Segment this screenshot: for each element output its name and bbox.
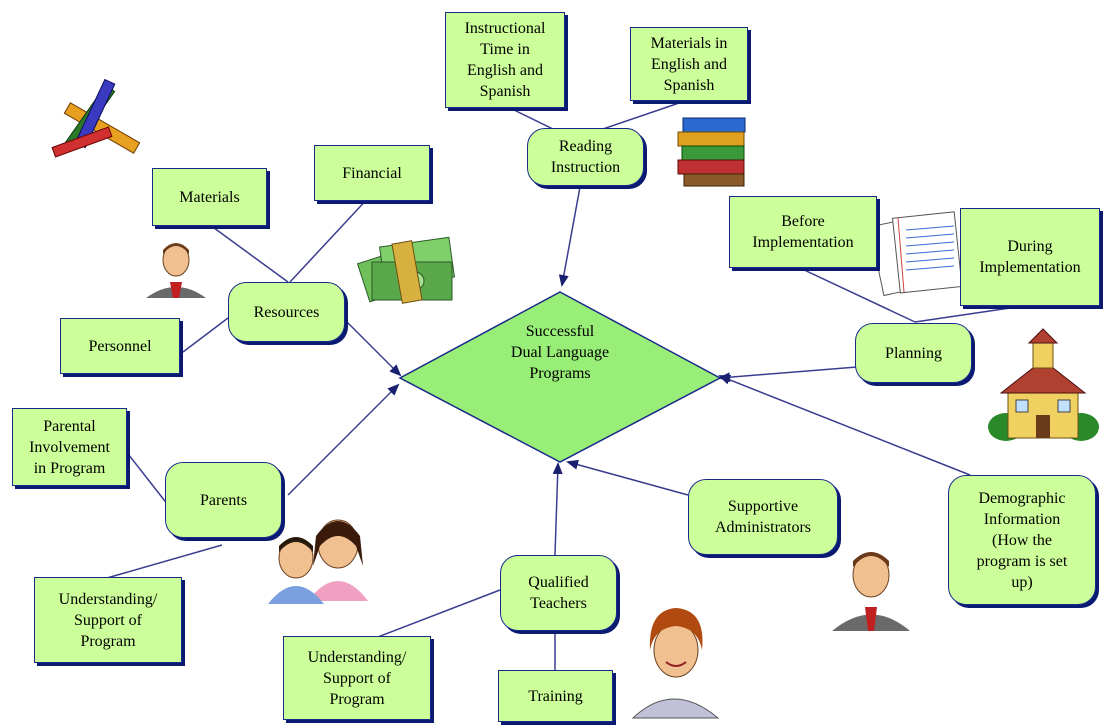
arrow-planning-to-center: [718, 366, 858, 383]
node-parental-involvement: Parental Involvement in Program: [12, 408, 127, 486]
line-parental-involvement: [124, 449, 169, 506]
connector-lines: [99, 101, 1011, 670]
line-financial: [289, 195, 371, 283]
node-parents: Parents: [165, 462, 282, 538]
node-materials: Materials: [152, 168, 267, 226]
node-understanding-support-parents: Understanding/ Support of Program: [34, 577, 182, 663]
node-personnel: Personnel: [60, 318, 180, 374]
businessman-icon: [832, 552, 910, 631]
node-qualified-teachers: Qualified Teachers: [500, 555, 617, 631]
arrow-resources-to-center: [344, 319, 402, 377]
node-financial: Financial: [314, 145, 430, 201]
arrow-parents-to-center: [287, 383, 400, 496]
line-understanding-parents: [99, 544, 223, 581]
papers-icon: [868, 211, 963, 297]
line-understanding-teachers: [369, 589, 501, 641]
teacher-icon: [631, 608, 720, 719]
line-personnel: [182, 317, 229, 353]
node-during-implementation: During Implementation: [960, 208, 1100, 306]
node-training: Training: [498, 670, 613, 722]
arrow-reading-to-center: [558, 186, 581, 287]
node-supportive-administrators: Supportive Administrators: [688, 479, 838, 555]
businessman-icon: [146, 243, 206, 298]
node-planning: Planning: [855, 323, 972, 383]
line-during-implementation: [914, 307, 1011, 323]
node-materials-english-spanish: Materials in English and Spanish: [630, 27, 748, 101]
line-instructional-time: [509, 107, 556, 131]
schoolhouse-icon: [988, 328, 1099, 441]
books-icon: [677, 117, 746, 187]
arrow-demographic-to-center: [718, 375, 971, 476]
node-demographic-information: Demographic Information (How the program…: [948, 475, 1096, 605]
money-icon: [356, 236, 456, 304]
center-node-label: Successful Dual Language Programs: [510, 322, 610, 382]
line-before-implementation: [799, 267, 916, 323]
node-before-implementation: Before Implementation: [729, 196, 877, 268]
arrow-admins-to-center: [566, 459, 689, 496]
line-materials: [209, 224, 289, 283]
arrow-teachers-to-center: [552, 462, 563, 556]
center-diamond: [398, 291, 722, 463]
node-resources: Resources: [228, 282, 345, 342]
node-understanding-support-teachers: Understanding/ Support of Program: [283, 636, 431, 720]
children-icon: [268, 519, 368, 604]
crayons-icon: [51, 78, 141, 158]
node-instructional-time: Instructional Time in English and Spanis…: [445, 12, 565, 108]
line-materials-english: [599, 101, 683, 131]
node-reading-instruction: Reading Instruction: [527, 128, 644, 186]
